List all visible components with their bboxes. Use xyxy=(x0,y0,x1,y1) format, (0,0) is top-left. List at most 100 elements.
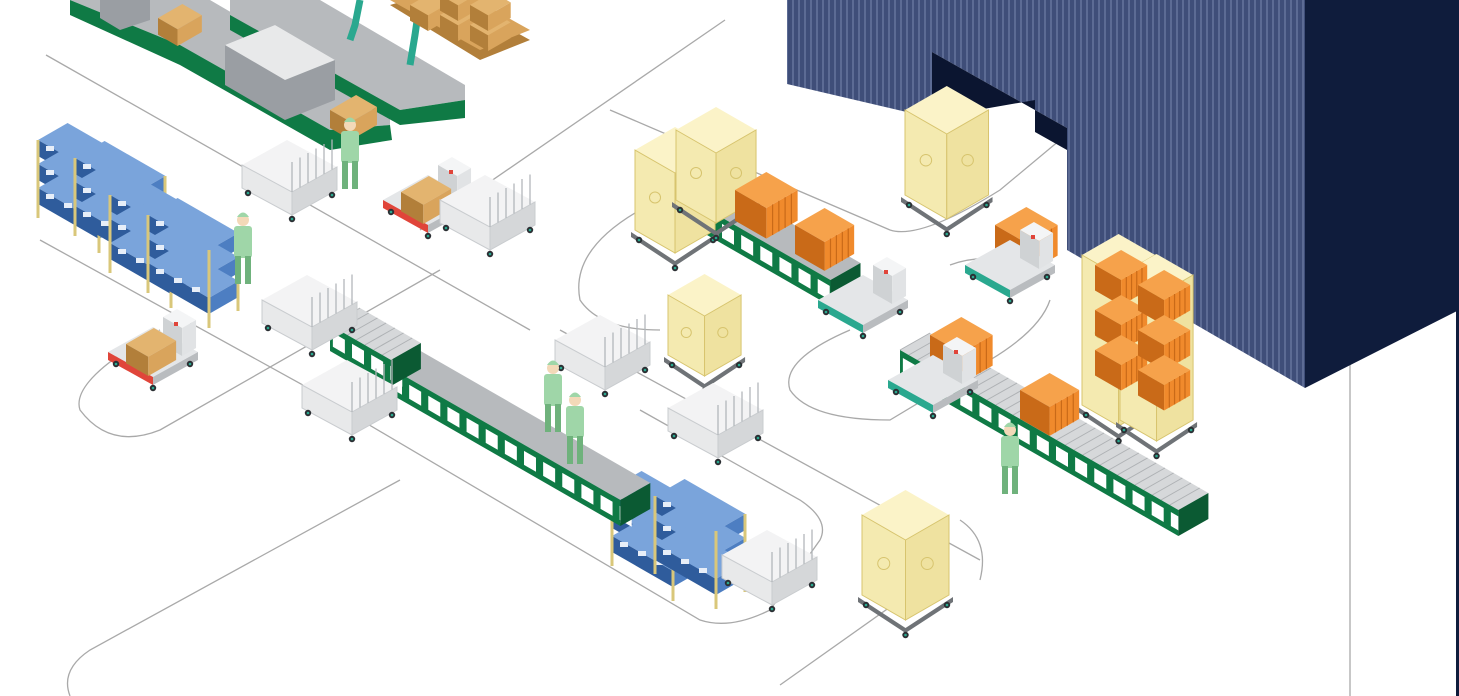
tote-stack-top xyxy=(655,479,746,531)
agv-light xyxy=(449,170,453,174)
worker xyxy=(234,212,252,284)
roller xyxy=(1082,437,1113,456)
wheel-hub xyxy=(637,238,641,242)
wheel-hub xyxy=(426,234,430,238)
cargo-box-front xyxy=(488,22,511,51)
frame-panel xyxy=(1151,501,1164,522)
frame-panel xyxy=(760,245,773,267)
building-door-shadow xyxy=(932,52,1067,150)
cargo-box-front xyxy=(488,2,511,32)
agv-robot xyxy=(818,257,908,340)
frame-panel xyxy=(332,332,345,354)
frame-panel xyxy=(600,494,613,516)
cargo-box xyxy=(401,176,452,224)
worker-leg xyxy=(352,161,358,189)
building-side-wall xyxy=(1305,0,1459,388)
cargo-box xyxy=(158,4,202,46)
cage-right xyxy=(704,294,742,377)
worker-leg xyxy=(245,256,251,284)
agv-robot xyxy=(108,309,198,392)
tote-window xyxy=(83,188,91,193)
cart-deck xyxy=(302,360,397,412)
tote-window xyxy=(699,568,707,573)
frame-panel xyxy=(466,417,479,439)
cargo-box xyxy=(795,208,855,271)
cargo-box-side xyxy=(158,18,178,46)
cargo-box-side xyxy=(126,344,149,376)
wheel-hub xyxy=(726,581,730,585)
frame-panel xyxy=(523,450,536,472)
cargo-box-front xyxy=(1049,390,1080,436)
worker-cap xyxy=(237,212,249,217)
cargo-box-side xyxy=(401,192,424,224)
worker xyxy=(566,392,584,464)
conveyor-belt xyxy=(230,0,465,110)
wheel-hub xyxy=(672,434,676,438)
frame-panel xyxy=(1017,424,1030,445)
wheel-hub xyxy=(714,236,718,240)
roller xyxy=(1073,432,1105,451)
tote-window xyxy=(663,526,671,531)
tote-window xyxy=(46,194,54,199)
robot-arm xyxy=(346,0,364,42)
tote-window xyxy=(101,221,109,226)
cage-emblem xyxy=(689,166,703,180)
agv-bumper xyxy=(818,300,863,333)
tote-window xyxy=(118,249,126,254)
cargo-box-top xyxy=(735,172,798,208)
cargo-box xyxy=(1138,270,1191,326)
cargo-box-top xyxy=(126,328,177,357)
wheel-hub xyxy=(985,203,988,207)
wheel-hub xyxy=(673,266,677,270)
agv-tower xyxy=(1020,222,1054,269)
agv-bumper xyxy=(965,265,1010,298)
frame-panel xyxy=(428,395,441,417)
roller xyxy=(373,332,404,351)
agv-tower-top xyxy=(1020,222,1054,241)
tote-window xyxy=(136,258,144,263)
worker-cap xyxy=(547,360,559,365)
tote-stack-side xyxy=(148,263,209,314)
tote-stack-front xyxy=(208,281,239,314)
wheel-hub xyxy=(861,334,865,338)
worker-leg xyxy=(235,256,241,284)
cage-emblem xyxy=(648,191,662,204)
guide-path xyxy=(609,109,1061,233)
guide-path xyxy=(788,299,1051,421)
roller xyxy=(1099,447,1131,466)
tote-window xyxy=(46,170,54,175)
cargo-box xyxy=(126,328,177,376)
agv-side xyxy=(1010,265,1055,298)
roller xyxy=(1108,452,1140,471)
wheel-hub xyxy=(390,413,394,417)
cargo-box-side xyxy=(795,225,825,271)
worker xyxy=(544,360,562,432)
wheel-hub xyxy=(1045,275,1049,279)
roll-cage-cart xyxy=(858,490,953,639)
cart-front xyxy=(291,166,338,216)
cargo-box-top xyxy=(1095,335,1148,365)
agv-side xyxy=(933,380,978,413)
cargo-box-top xyxy=(1095,250,1148,280)
cargo-box-front xyxy=(766,190,798,239)
frame-panel xyxy=(447,406,460,428)
wheel-hub xyxy=(1084,413,1088,417)
cargo-box-side xyxy=(410,5,429,31)
tote-window xyxy=(64,203,72,208)
agv-tower-front xyxy=(962,348,977,384)
agv-tower-top xyxy=(438,157,472,176)
wheel-hub xyxy=(246,191,250,195)
wheel-hub xyxy=(444,226,448,230)
wheel-hub xyxy=(306,411,310,415)
tote-window xyxy=(46,146,54,151)
cargo-box-top xyxy=(1138,315,1191,345)
tote-window xyxy=(638,551,646,556)
wheel-hub xyxy=(968,390,972,394)
worker-leg xyxy=(567,436,573,464)
frame-panel xyxy=(1036,435,1049,456)
agv-robot xyxy=(965,222,1055,305)
cargo-box-front xyxy=(1121,350,1148,391)
cargo-box-side xyxy=(440,0,459,21)
frame-panel xyxy=(562,472,575,494)
guide-path xyxy=(959,519,984,581)
